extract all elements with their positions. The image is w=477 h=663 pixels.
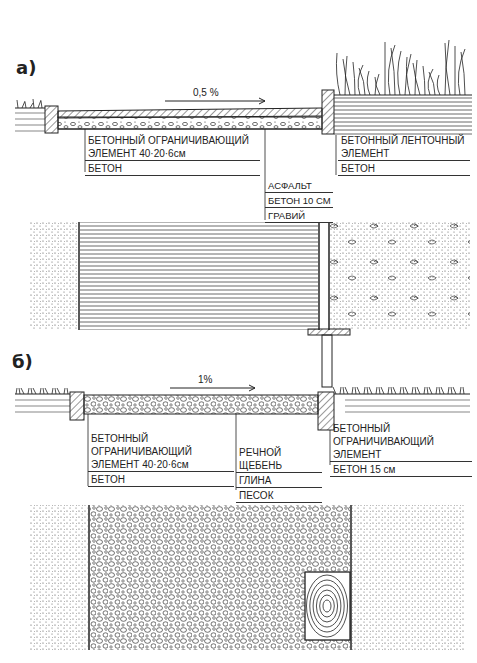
layer-label: ГЛИНА [236,474,322,488]
layer-label: БЕТОН [338,162,470,176]
slope-label: 0,5 % [193,86,263,99]
figure-letter: а) [16,58,56,78]
layer-label: ГРАВИЙ [265,209,333,223]
layer-label: БЕТОН [85,162,260,176]
layer-label: БЕТОННЫЙ ОГРАНИЧИВАЮЩИЙ ЭЛЕМЕНТ 40·20·6с… [85,134,260,161]
layer-label: БЕТОННЫЙ ОГРАНИЧИВАЮЩИЙ ЭЛЕМЕНТ 40·20·6с… [88,432,234,472]
figure-letter: б) [12,352,52,372]
layer-label: БЕТОН 15 см [330,463,472,477]
layer-label: БЕТОН 10 СМ [265,194,333,208]
layer-label: ПЕСОК [236,489,322,503]
slope-label: 1% [198,373,238,386]
layer-label: БЕТОННЫЙ ОГРАНИЧИВАЮЩИЙ ЭЛЕМЕНТ [330,422,472,462]
layer-label: БЕТОННЫЙ ЛЕНТОЧНЫЙ ЭЛЕМЕНТ [338,134,470,161]
layer-label: БЕТОН [88,473,234,487]
layer-label: АСФАЛЬТ [265,179,333,193]
layer-label: РЕЧНОЙ ЩЕБЕНЬ [236,446,322,473]
